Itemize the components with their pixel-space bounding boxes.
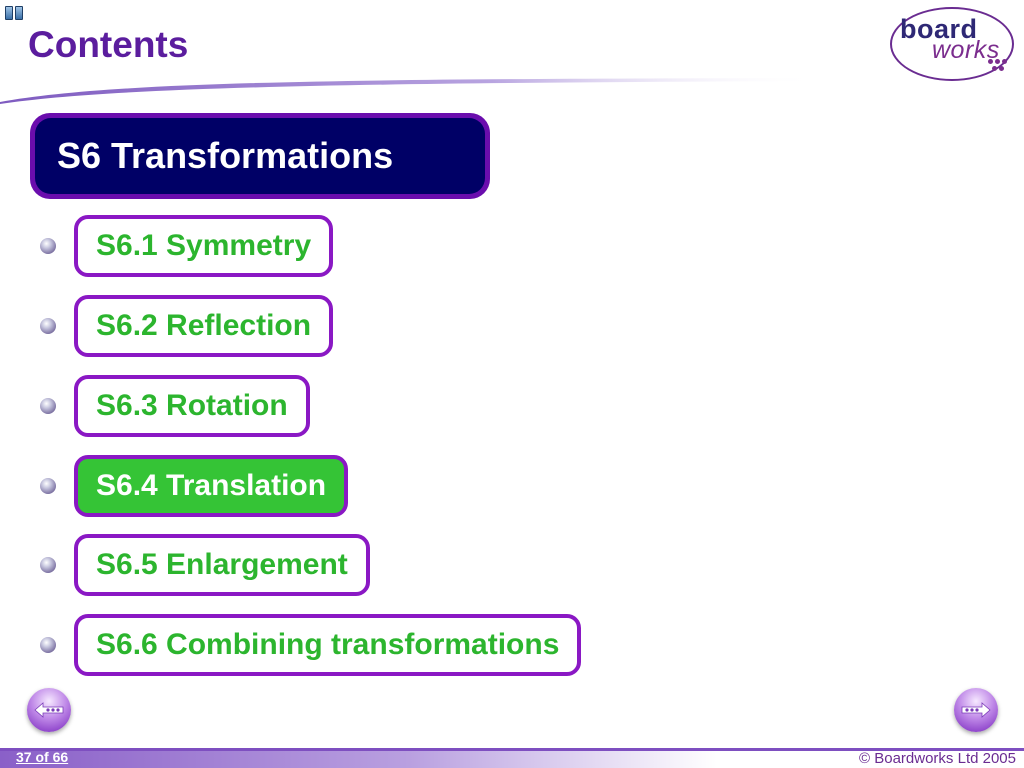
menu-button-symmetry[interactable]: S6.1 Symmetry [74, 215, 334, 277]
menu-item-label: S6.3 Rotation [96, 389, 288, 422]
menu-item-label: S6.5 Enlargement [96, 548, 348, 581]
next-arrow-icon [961, 702, 991, 718]
menu-item-label: S6.4 Translation [96, 469, 327, 502]
bullet-icon [40, 398, 56, 414]
section-title: S6 Transformations [57, 135, 394, 176]
title-underline [0, 78, 820, 104]
footer-divider [0, 748, 1024, 751]
section-header-inner: S6 Transformations [35, 118, 485, 194]
bullet-icon [40, 318, 56, 334]
menu-item-combining-transformations: S6.6 Combining transformations [40, 614, 582, 676]
menu-button-rotation[interactable]: S6.3 Rotation [74, 375, 310, 437]
menu-item-label: S6.1 Symmetry [96, 229, 312, 262]
bullet-icon [40, 637, 56, 653]
next-slide-button[interactable] [954, 688, 998, 732]
logo-dots-icon [988, 59, 1008, 73]
bullet-icon [40, 478, 56, 494]
menu-item-translation: S6.4 Translation [40, 455, 349, 517]
menu-item-reflection: S6.2 Reflection [40, 295, 334, 357]
menu-item-rotation: S6.3 Rotation [40, 375, 310, 437]
menu-button-enlargement[interactable]: S6.5 Enlargement [74, 534, 370, 596]
prev-slide-button[interactable] [27, 688, 71, 732]
logo-word-board: board [900, 14, 978, 44]
section-header: S6 Transformations [30, 113, 490, 199]
footer-bar [0, 748, 1024, 768]
slide-sorter-icon-right [15, 6, 23, 20]
bullet-icon [40, 238, 56, 254]
menu-button-combining-transformations[interactable]: S6.6 Combining transformations [74, 614, 582, 676]
logo-oval [890, 7, 1014, 81]
menu-button-reflection[interactable]: S6.2 Reflection [74, 295, 334, 357]
prev-arrow-icon [34, 702, 64, 718]
page-counter[interactable]: 37 of 66 [16, 749, 69, 765]
menu-item-symmetry: S6.1 Symmetry [40, 215, 334, 277]
bullet-icon [40, 557, 56, 573]
slide-sorter-icon[interactable] [5, 6, 23, 20]
menu-item-label: S6.2 Reflection [96, 309, 312, 342]
slide-sorter-icon-left [5, 6, 13, 20]
menu-item-label: S6.6 Combining transformations [96, 628, 560, 661]
menu-button-translation[interactable]: S6.4 Translation [74, 455, 349, 517]
menu-item-enlargement: S6.5 Enlargement [40, 534, 370, 596]
boardworks-logo: board works [886, 5, 1018, 85]
page-title: Contents [28, 24, 189, 65]
copyright-notice: © Boardworks Ltd 2005 [859, 750, 1016, 767]
